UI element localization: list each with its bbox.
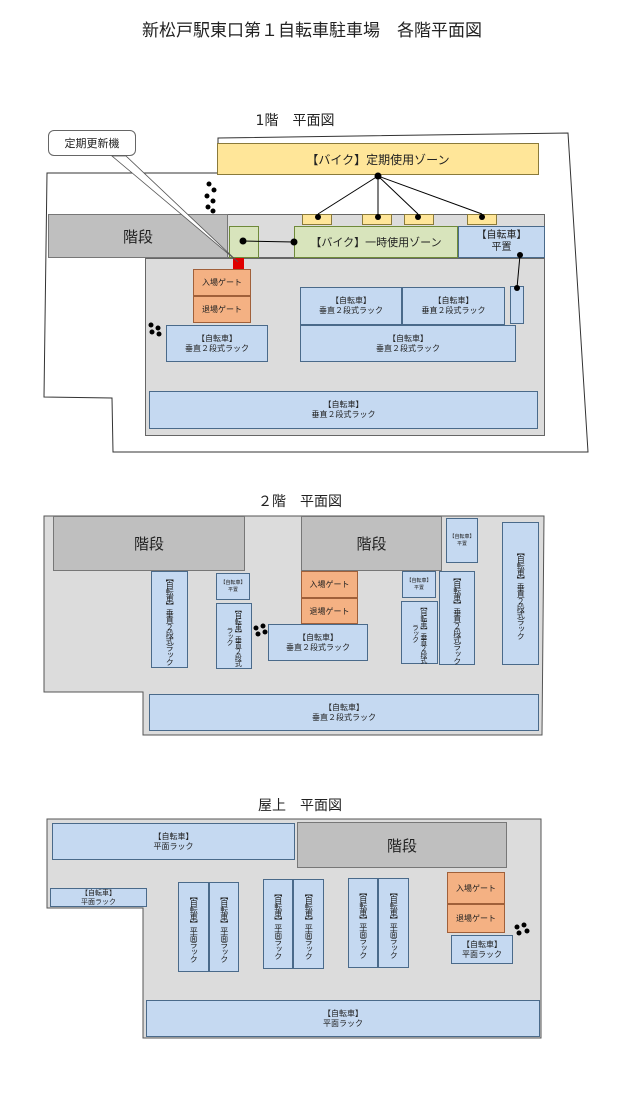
rack-label: 【自転車】平面ラック bbox=[304, 889, 314, 959]
rooftop-rack-v-3: 【自転車】平面ラック bbox=[263, 879, 293, 969]
floor1-rack-3: 【自転車】 垂直２段式ラック bbox=[166, 325, 268, 362]
floor2-exit-gate: 退場ゲート bbox=[301, 598, 358, 624]
rack-label: 【自転車】平面ラック bbox=[358, 888, 368, 958]
floor2-rack-v-2: 【自転車】垂直２段式ラック bbox=[216, 603, 252, 669]
renewal-machine bbox=[233, 258, 244, 269]
floor1-title: 1階 平面図 bbox=[255, 113, 335, 129]
rooftop-rack-gate: 【自転車】 平面ラック bbox=[451, 935, 513, 964]
rack-label: 【自転車】垂直２段式ラック bbox=[411, 602, 428, 663]
floor1-entry-gate: 入場ゲート bbox=[193, 269, 251, 296]
floor2-title: ２階 平面図 bbox=[258, 494, 342, 510]
floor2-rack-v-1: 【自転車】垂直２段式ラック bbox=[151, 571, 188, 668]
rooftop-rack-v-2: 【自転車】平面ラック bbox=[209, 882, 239, 972]
rack-label: 【自転車】平面ラック bbox=[189, 892, 199, 962]
floor2-flat-2: 【自転車】 平置 bbox=[216, 573, 250, 600]
floor2-flat-1: 【自転車】 平置 bbox=[446, 518, 478, 563]
rack-label: 【自転車】垂直２段式ラック bbox=[165, 574, 175, 665]
rooftop-rack-v-5: 【自転車】平面ラック bbox=[348, 878, 378, 968]
rooftop-exit-gate: 退場ゲート bbox=[447, 904, 505, 933]
rack-label: 【自転車】平面ラック bbox=[219, 892, 229, 962]
floor2-flat-3: 【自転車】 平置 bbox=[402, 571, 436, 598]
rooftop-rack-v-6: 【自転車】平面ラック bbox=[378, 878, 409, 968]
rooftop-entry-gate: 入場ゲート bbox=[447, 872, 505, 904]
floor1-rack-1: 【自転車】 垂直２段式ラック bbox=[300, 287, 402, 325]
rooftop-rack-top: 【自転車】 平面ラック bbox=[52, 823, 295, 860]
rooftop-rack-left: 【自転車】 平面ラック bbox=[50, 888, 147, 907]
floor1-rack-4: 【自転車】 垂直２段式ラック bbox=[300, 325, 516, 362]
rooftop-rack-v-4: 【自転車】平面ラック bbox=[293, 879, 324, 969]
rack-label: 【自転車】平面ラック bbox=[273, 889, 283, 959]
floor1-rack-5: 【自転車】 垂直２段式ラック bbox=[149, 391, 538, 429]
rooftop-rack-bottom: 【自転車】 平面ラック bbox=[146, 1000, 540, 1037]
floor2-rack-h-1: 【自転車】 垂直２段式ラック bbox=[268, 624, 368, 661]
page-title: 新松戸駅東口第１自転車駐車場 各階平面図 bbox=[142, 21, 482, 41]
floor2-rack-h-2: 【自転車】 垂直２段式ラック bbox=[149, 694, 539, 731]
renewal-machine-callout: 定期更新機 bbox=[48, 130, 136, 156]
floor1-exit-gate: 退場ゲート bbox=[193, 296, 251, 323]
floor2-rack-v-3: 【自転車】垂直２段式ラック bbox=[401, 601, 438, 664]
floor2-rack-v-4: 【自転車】垂直２段式ラック bbox=[439, 571, 475, 665]
floor2-stairs-right: 階段 bbox=[301, 516, 442, 571]
floor2-rack-v-right: 【自転車】垂直２段式ラック bbox=[502, 522, 539, 665]
floor1-stairs: 階段 bbox=[48, 214, 228, 258]
bike-temp-zone: 【バイク】一時使用ゾーン bbox=[294, 226, 458, 258]
rack-label: 【自転車】垂直２段式ラック bbox=[516, 548, 526, 639]
floor1-flat-parking: 【自転車】 平置 bbox=[458, 226, 545, 258]
rack-label: 【自転車】平面ラック bbox=[389, 888, 399, 958]
floor2-stairs-left: 階段 bbox=[53, 516, 245, 571]
floor1-rack-2: 【自転車】 垂直２段式ラック bbox=[402, 287, 505, 325]
rooftop-rack-v-1: 【自転車】平面ラック bbox=[178, 882, 209, 972]
rooftop-title: 屋上 平面図 bbox=[258, 798, 342, 814]
floor2-entry-gate: 入場ゲート bbox=[301, 571, 358, 598]
rooftop-stairs: 階段 bbox=[297, 822, 507, 868]
rack-label: 【自転車】垂直２段式ラック bbox=[226, 606, 243, 666]
rack-label: 【自転車】垂直２段式ラック bbox=[452, 572, 462, 664]
